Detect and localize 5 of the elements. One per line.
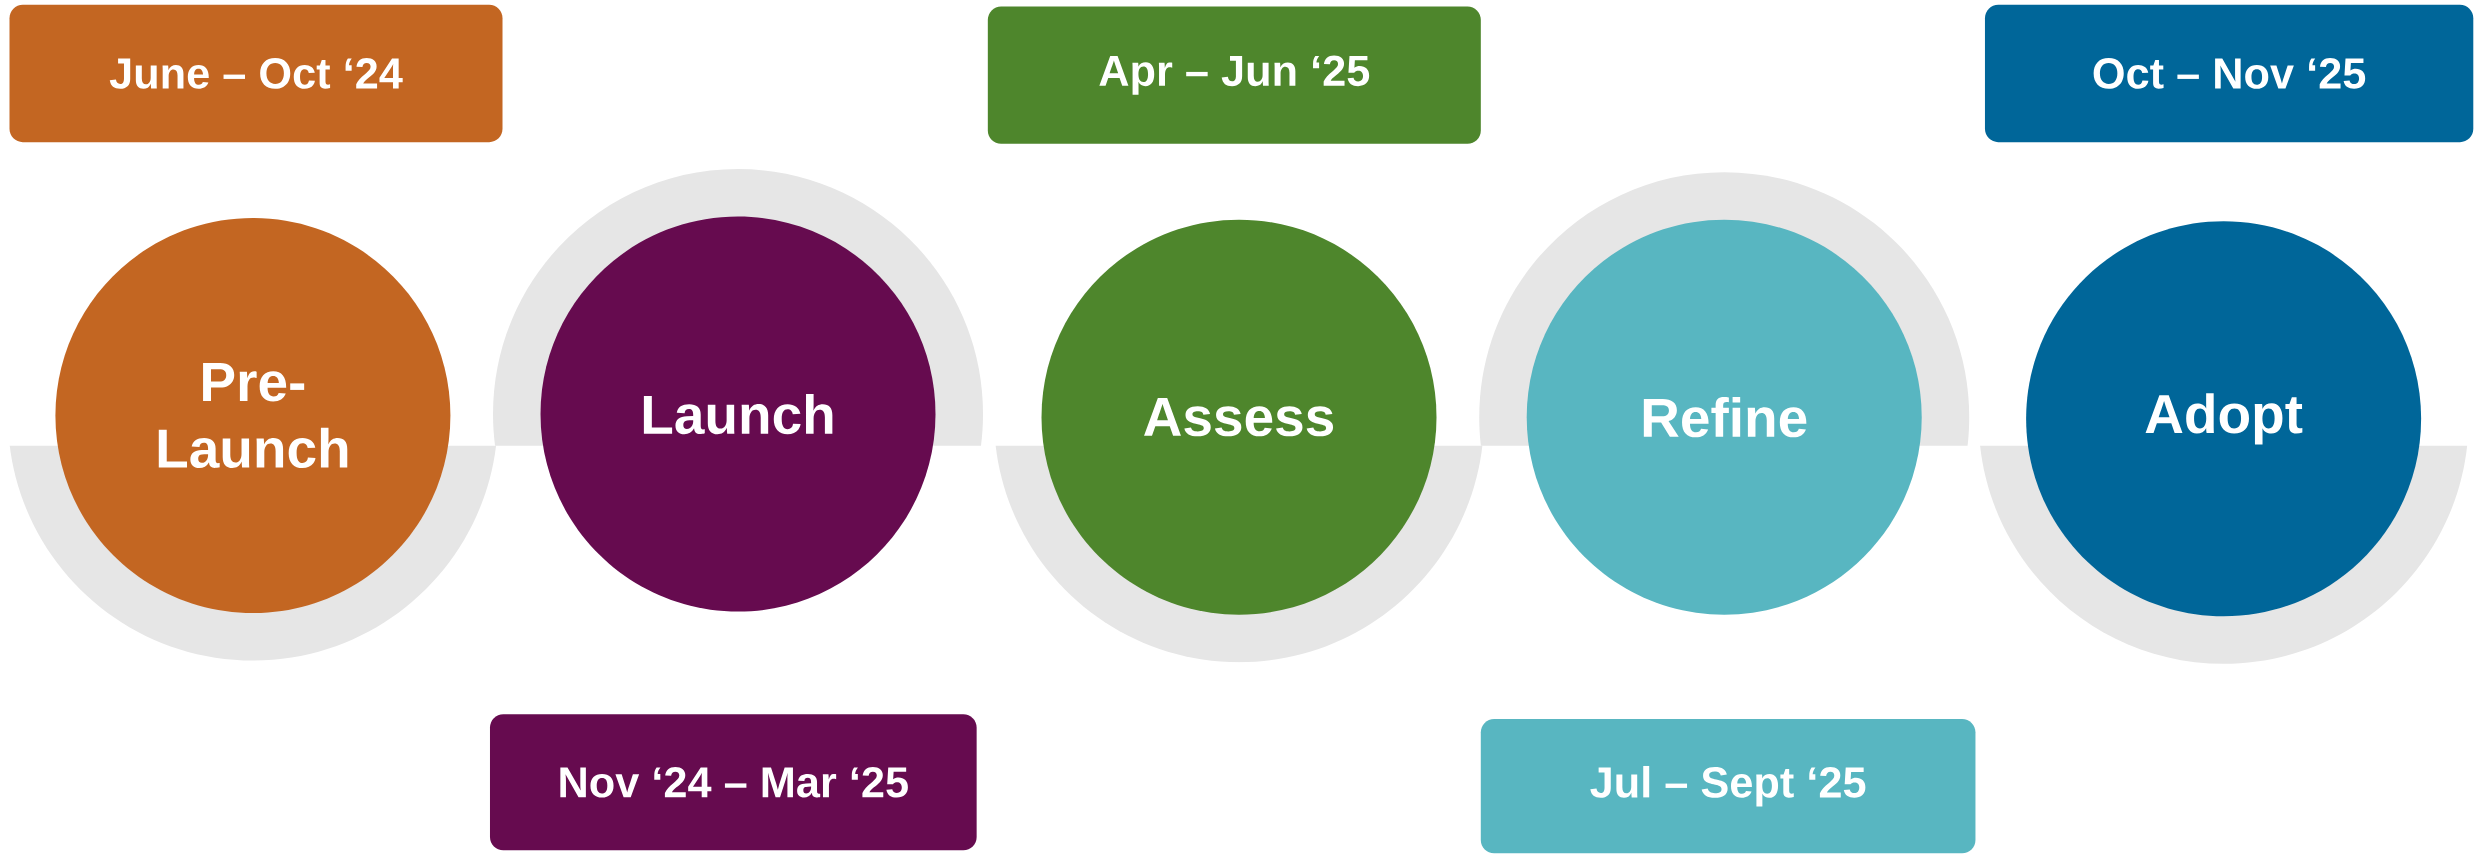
date-box: Oct – Nov ‘25 (1984, 4, 2474, 143)
date-box: Jul – Sept ‘25 (1480, 719, 1976, 854)
date-box: Apr – Jun ‘25 (987, 6, 1481, 144)
date-box: June – Oct ‘24 (9, 4, 503, 143)
date-box: Nov ‘24 – Mar ‘25 (490, 714, 977, 851)
